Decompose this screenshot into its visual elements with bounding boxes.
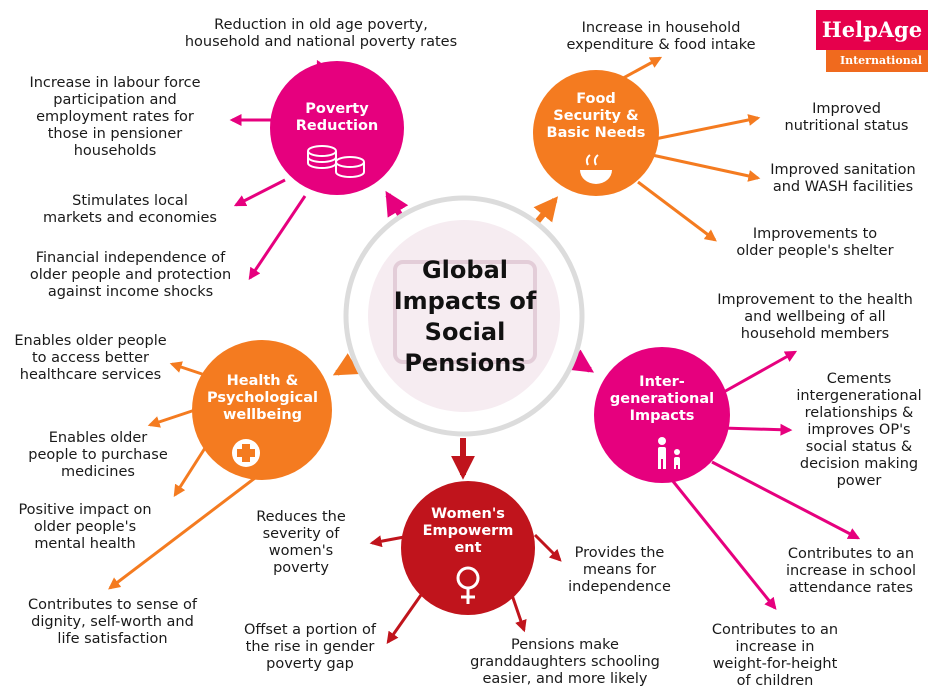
outcome-poverty-3: Stimulates local markets and economies xyxy=(43,193,217,226)
medical-cross-icon xyxy=(232,439,260,467)
women-hub xyxy=(401,481,535,615)
outcome-inter-3: Contributes to an increase in school att… xyxy=(785,546,917,596)
outcome-food-1: Increase in household expenditure & food… xyxy=(566,20,756,53)
family-icon xyxy=(658,437,680,469)
outcome-health-1: Enables older people to access better he… xyxy=(14,333,167,383)
coins-icon xyxy=(307,145,365,178)
poverty-hub-label: Poverty Reduction xyxy=(295,101,379,134)
outcome-inter-2: Cements intergenerational relationships … xyxy=(796,371,922,489)
outcome-women-4: Pensions make granddaughters schooling e… xyxy=(470,637,660,687)
inter-spokes xyxy=(670,350,861,610)
bowl-icon xyxy=(580,154,612,184)
outcome-health-4: Contributes to sense of dignity, self-wo… xyxy=(28,597,197,647)
logo-wordmark: HelpAge xyxy=(816,10,928,50)
outcome-poverty-2: Increase in labour force participation a… xyxy=(29,75,201,159)
outcome-food-2: Improved nutritional status xyxy=(784,101,909,134)
inter-hub-label: Inter- generational Impacts xyxy=(609,374,715,424)
outcome-health-3: Positive impact on older people's mental… xyxy=(18,502,152,552)
poverty-hub xyxy=(270,61,404,195)
women-hub-label: Women's Empowerm ent xyxy=(422,506,514,556)
outcome-poverty-1: Reduction in old age poverty, household … xyxy=(184,17,458,50)
outcome-food-3: Improved sanitation and WASH facilities xyxy=(770,162,916,195)
outcome-health-2: Enables older people to purchase medicin… xyxy=(28,430,168,480)
center-node xyxy=(343,195,585,437)
center-title: Global Impacts of Social Pensions xyxy=(393,256,537,377)
health-spokes xyxy=(108,361,256,590)
outcome-inter-1: Improvement to the health and wellbeing … xyxy=(717,292,913,342)
logo-subtitle: International xyxy=(826,50,928,72)
food-hub-label: Food Security & Basic Needs xyxy=(546,91,646,141)
helpage-logo: HelpAge International xyxy=(816,10,928,72)
wallet-icon xyxy=(393,260,537,364)
food-hub xyxy=(533,70,659,196)
health-hub xyxy=(192,340,332,480)
inter-hub xyxy=(594,347,730,483)
outcome-women-2: Provides the means for independence xyxy=(568,545,671,595)
outcome-women-3: Offset a portion of the rise in gender p… xyxy=(243,622,377,672)
health-hub-label: Health & Psychological wellbeing xyxy=(207,373,318,423)
outcome-women-1: Reduces the severity of women's poverty xyxy=(256,509,346,576)
outcome-poverty-4: Financial independence of older people a… xyxy=(29,250,232,300)
outcome-food-4: Improvements to older people's shelter xyxy=(736,226,894,259)
female-symbol-icon xyxy=(456,566,480,604)
food-spokes xyxy=(615,56,761,242)
outcome-inter-4: Contributes to an increase in weight-for… xyxy=(711,622,839,689)
